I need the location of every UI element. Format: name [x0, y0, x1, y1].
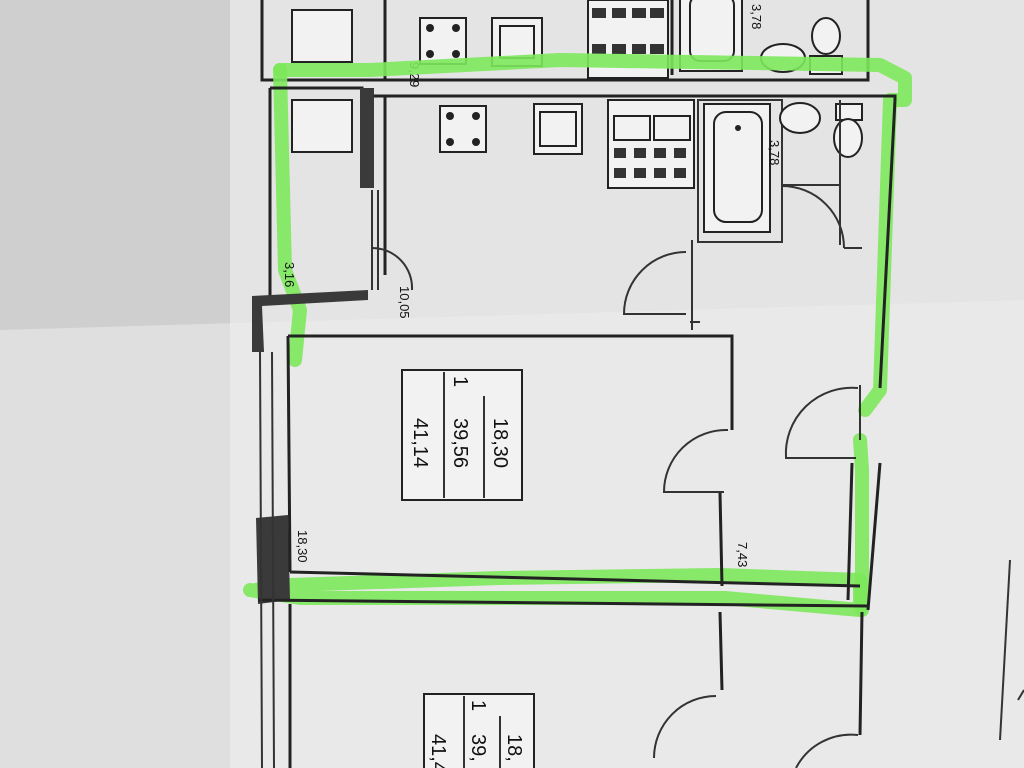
room-door	[662, 428, 729, 493]
upper-hob-icon	[419, 17, 467, 65]
unit-highlight-right	[853, 433, 869, 617]
bathtub-icon	[703, 103, 771, 233]
unit-info-box: 18,30 1 39,56 41,14	[401, 369, 523, 501]
info-area: 39,56	[449, 418, 471, 468]
toilet-icon	[833, 103, 863, 158]
room-area-label: 18,30	[295, 530, 310, 563]
lower-unit-info-box: 18, 1 39, 41,4	[423, 693, 535, 768]
bathroom-door	[781, 185, 845, 249]
washbasin-icon	[779, 102, 821, 134]
lower-room-door	[653, 695, 717, 759]
lower-info-line3: 41,4	[427, 734, 449, 768]
info-line3: 41,14	[409, 418, 431, 468]
lower-info-line1: 18,	[503, 734, 525, 762]
bath-area-label: 3,78	[767, 140, 782, 165]
lower-unit: 18, 1 39, 41,4	[288, 604, 864, 768]
hob-icon	[439, 105, 487, 153]
kitchen-area-label: 10,05	[397, 286, 412, 319]
hall-area-label: 3,16	[282, 262, 297, 287]
balcony-area-label: 7,43	[735, 542, 750, 567]
hall-window-icon	[291, 99, 353, 153]
unit-highlight-left	[273, 63, 307, 367]
selected-unit: 3,16 10,05 3,78 18,30 7,43 18,30 1 39,56…	[252, 86, 897, 768]
upper-window-icon	[291, 9, 353, 63]
kitchen-door	[622, 251, 687, 315]
balcony-door	[784, 386, 859, 459]
lower-balcony-door	[795, 733, 859, 768]
neighbour-wall	[999, 559, 1011, 741]
paper-shadow	[0, 300, 1024, 768]
structural-wall-hatch	[252, 290, 368, 352]
lower-info-rooms: 1	[467, 700, 489, 711]
info-line1: 18,30	[489, 418, 511, 468]
bathroom-wall	[697, 99, 783, 243]
room-wall	[288, 334, 734, 430]
cabinet-icon	[607, 99, 695, 189]
upper-bath-area-label: 3,78	[749, 4, 764, 29]
info-rooms: 1	[449, 376, 471, 387]
unit-highlight-top	[273, 53, 912, 417]
sink-icon	[533, 103, 583, 155]
hall-door	[371, 246, 414, 291]
lower-info-area: 39,	[467, 734, 489, 762]
upper-unit-outline	[260, 0, 870, 82]
